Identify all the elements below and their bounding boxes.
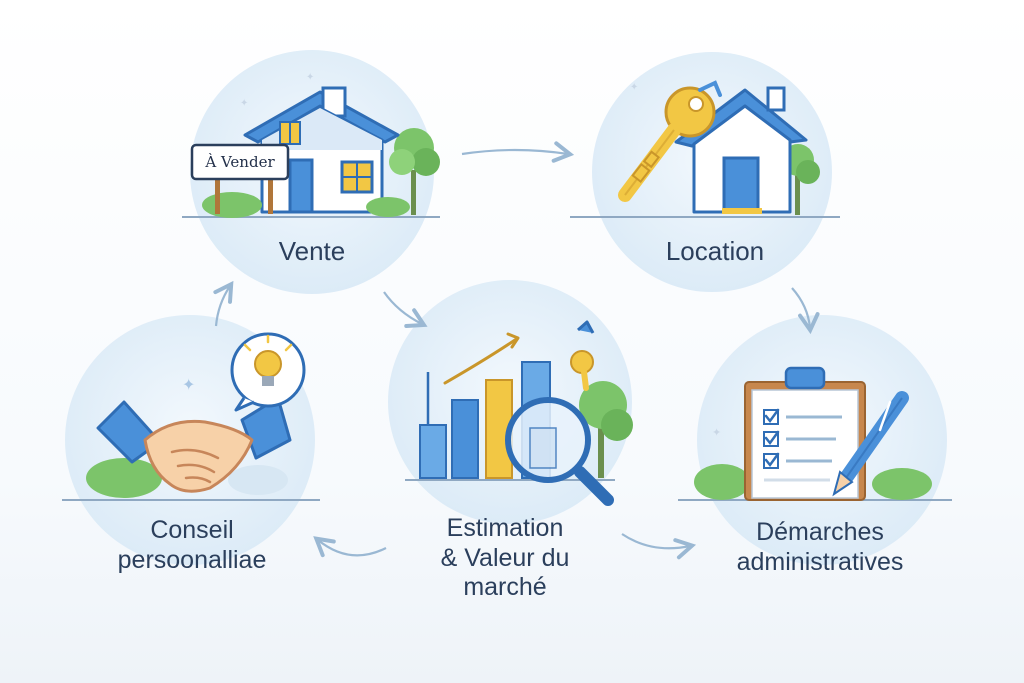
key-icon — [570, 320, 595, 391]
key-icon — [618, 80, 722, 202]
arrow-vente-to-estimation — [383, 291, 428, 328]
svg-text:✦: ✦ — [182, 377, 195, 394]
svg-text:✦: ✦ — [630, 82, 638, 93]
vente-label-text: Vente — [278, 236, 346, 266]
tree-icon — [579, 381, 633, 478]
clipboard-icon — [694, 366, 932, 501]
sign-text: À Vender — [204, 153, 275, 171]
svg-text:✦: ✦ — [306, 72, 314, 83]
svg-text:✦: ✦ — [240, 98, 248, 109]
estimation-label-line2: & Valeur du — [440, 543, 570, 572]
lightbulb-icon — [230, 332, 306, 412]
location-label-text: Location — [665, 236, 765, 266]
demarches-label: Démarches administratives — [705, 518, 935, 577]
location-label: Location — [620, 236, 810, 267]
arrow-location-to-demarches — [791, 287, 820, 335]
vente-label: Vente — [232, 236, 392, 267]
magnifier-icon — [505, 397, 614, 506]
demarches-label-line1: Démarches — [756, 518, 884, 546]
handshake-icon — [86, 396, 292, 498]
for-sale-sign-icon: À Vender — [190, 143, 290, 214]
arrow-conseil-to-vente — [213, 280, 234, 327]
house-icon — [674, 86, 820, 215]
conseil-label-line2: persoonalliae — [117, 545, 267, 574]
conseil-label-line1: Conseil — [150, 516, 234, 544]
svg-text:✦: ✦ — [712, 427, 721, 439]
estimation-label-line3: marché — [463, 573, 547, 601]
arrow-vente-to-location — [461, 141, 575, 163]
house-icon — [202, 86, 440, 218]
demarches-label-line2: administratives — [736, 547, 904, 576]
estimation-label-line1: Estimation — [446, 514, 564, 542]
conseil-label: Conseil persoonalliae — [92, 516, 292, 575]
pen-icon — [832, 391, 909, 497]
estimation-label: Estimation & Valeur du marché — [400, 514, 610, 603]
arrow-estimation-to-conseil — [313, 536, 387, 558]
arrow-estimation-to-demarches — [621, 533, 697, 560]
tree-icon — [389, 128, 440, 215]
